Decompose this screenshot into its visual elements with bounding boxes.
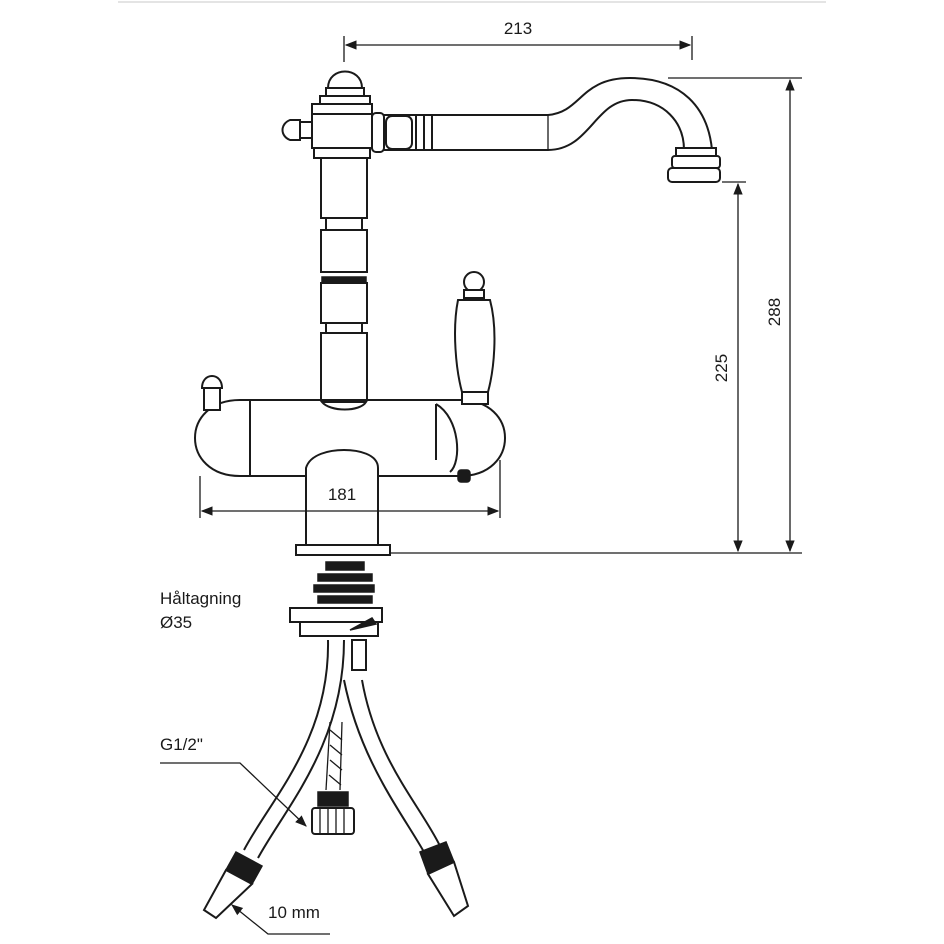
spout-head <box>281 70 373 159</box>
dimension-spout-reach <box>343 36 693 62</box>
thread-label: G1/2" <box>160 735 203 754</box>
mounting-assembly <box>289 544 391 671</box>
hole-diameter-label: Ø35 <box>160 613 192 632</box>
mixer-body <box>194 375 506 546</box>
dimension-label-225: 225 <box>712 354 731 382</box>
dimension-label-288: 288 <box>765 298 784 326</box>
thread-leader <box>160 762 307 827</box>
supply-hoses <box>202 639 470 920</box>
dimension-label-181: 181 <box>328 485 356 504</box>
dimension-total-height <box>668 77 802 553</box>
hose-size-label: 10 mm <box>268 903 320 922</box>
hole-label: Håltagning <box>160 589 241 608</box>
lever-handle <box>454 271 496 405</box>
hose-leader <box>231 904 330 935</box>
dimension-spout-height <box>722 181 746 553</box>
dimension-body-width <box>199 460 501 518</box>
spout <box>371 76 721 183</box>
column <box>320 157 368 406</box>
dimension-label-213: 213 <box>504 19 532 38</box>
